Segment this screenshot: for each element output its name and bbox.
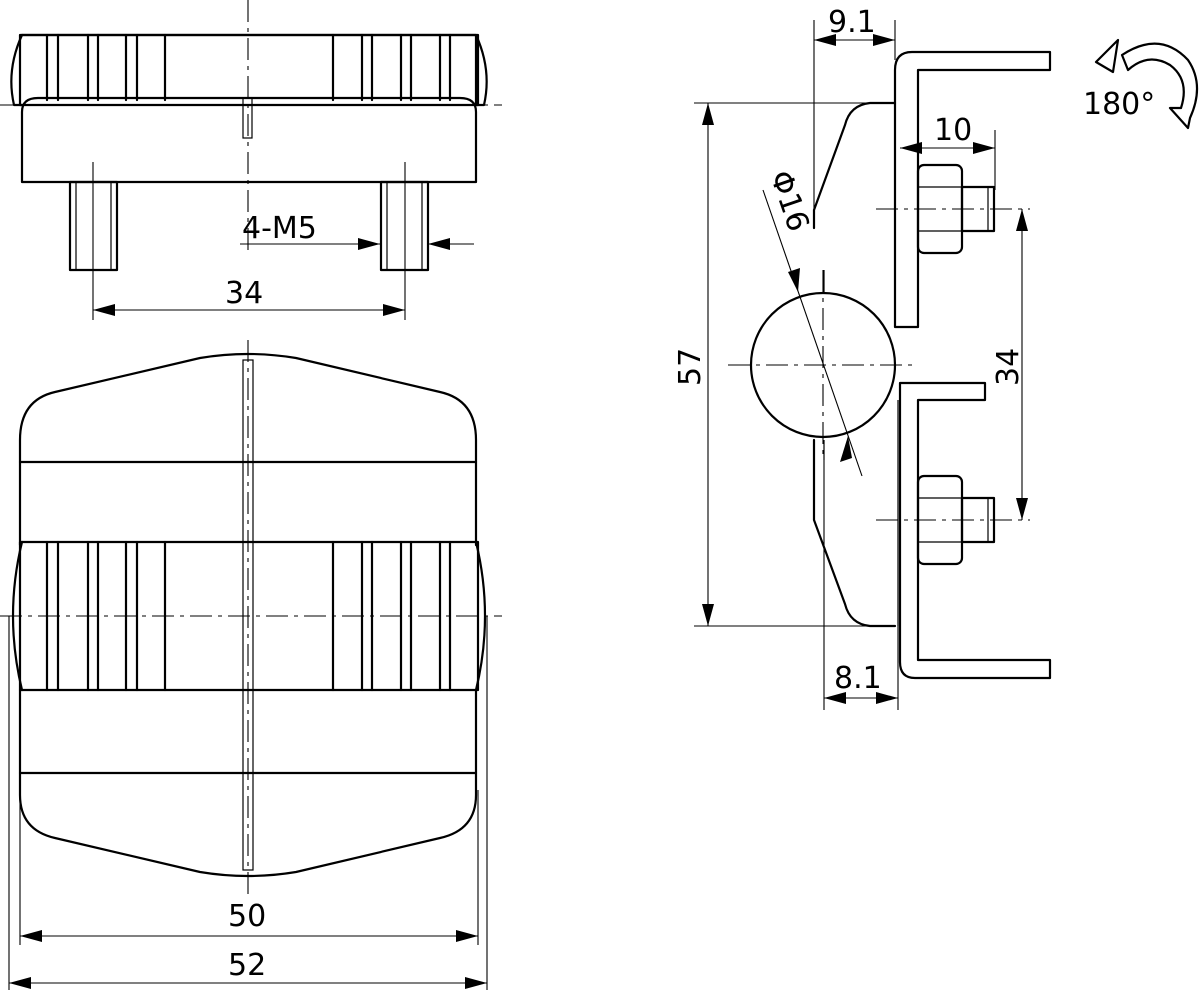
dim-offset-bottom: 8.1 [823, 460, 899, 710]
offset-bottom-label: 8.1 [834, 661, 882, 696]
bolt-length-label: 10 [934, 113, 972, 148]
width-outer-label: 52 [228, 948, 266, 983]
bolt-spacing-side-label: 34 [991, 348, 1026, 386]
dim-width-outer: 52 [8, 616, 488, 990]
dim-offset-top: 9.1 [813, 5, 896, 228]
top-knuckle-segments [45, 33, 452, 102]
top-view: 4-M5 34 [0, 0, 502, 320]
bolt-spacing-top-label: 34 [225, 276, 263, 311]
pin-diameter-label: Φ16 [762, 166, 815, 236]
height-total-label: 57 [673, 348, 708, 386]
side-lower-leaf [812, 438, 897, 628]
dim-bolt-spacing-side: 34 [991, 209, 1028, 520]
top-leaf-plate [20, 96, 478, 184]
side-view: 9.1 10 57 34 [673, 5, 1199, 710]
side-lower-plate [898, 381, 1052, 680]
dim-bolt-length: 10 [900, 113, 996, 190]
thread-callout: 4-M5 [240, 211, 474, 250]
rotation-label: 180° [1083, 87, 1155, 122]
width-inner-label: 50 [228, 899, 266, 934]
top-knuckle-outline [10, 33, 488, 107]
rotation-arrow-icon [1094, 38, 1199, 130]
thread-label: 4-M5 [242, 211, 317, 246]
front-view: 50 52 [0, 340, 502, 990]
side-upper-plate [893, 50, 1052, 329]
dim-width-inner: 50 [19, 790, 479, 945]
offset-top-label: 9.1 [828, 5, 876, 40]
dim-bolt-spacing-top: 34 [92, 162, 406, 320]
dim-pin-diameter: Φ16 [762, 166, 863, 477]
dim-height-total: 57 [673, 102, 895, 627]
rotation-indicator: 180° [1083, 38, 1199, 130]
